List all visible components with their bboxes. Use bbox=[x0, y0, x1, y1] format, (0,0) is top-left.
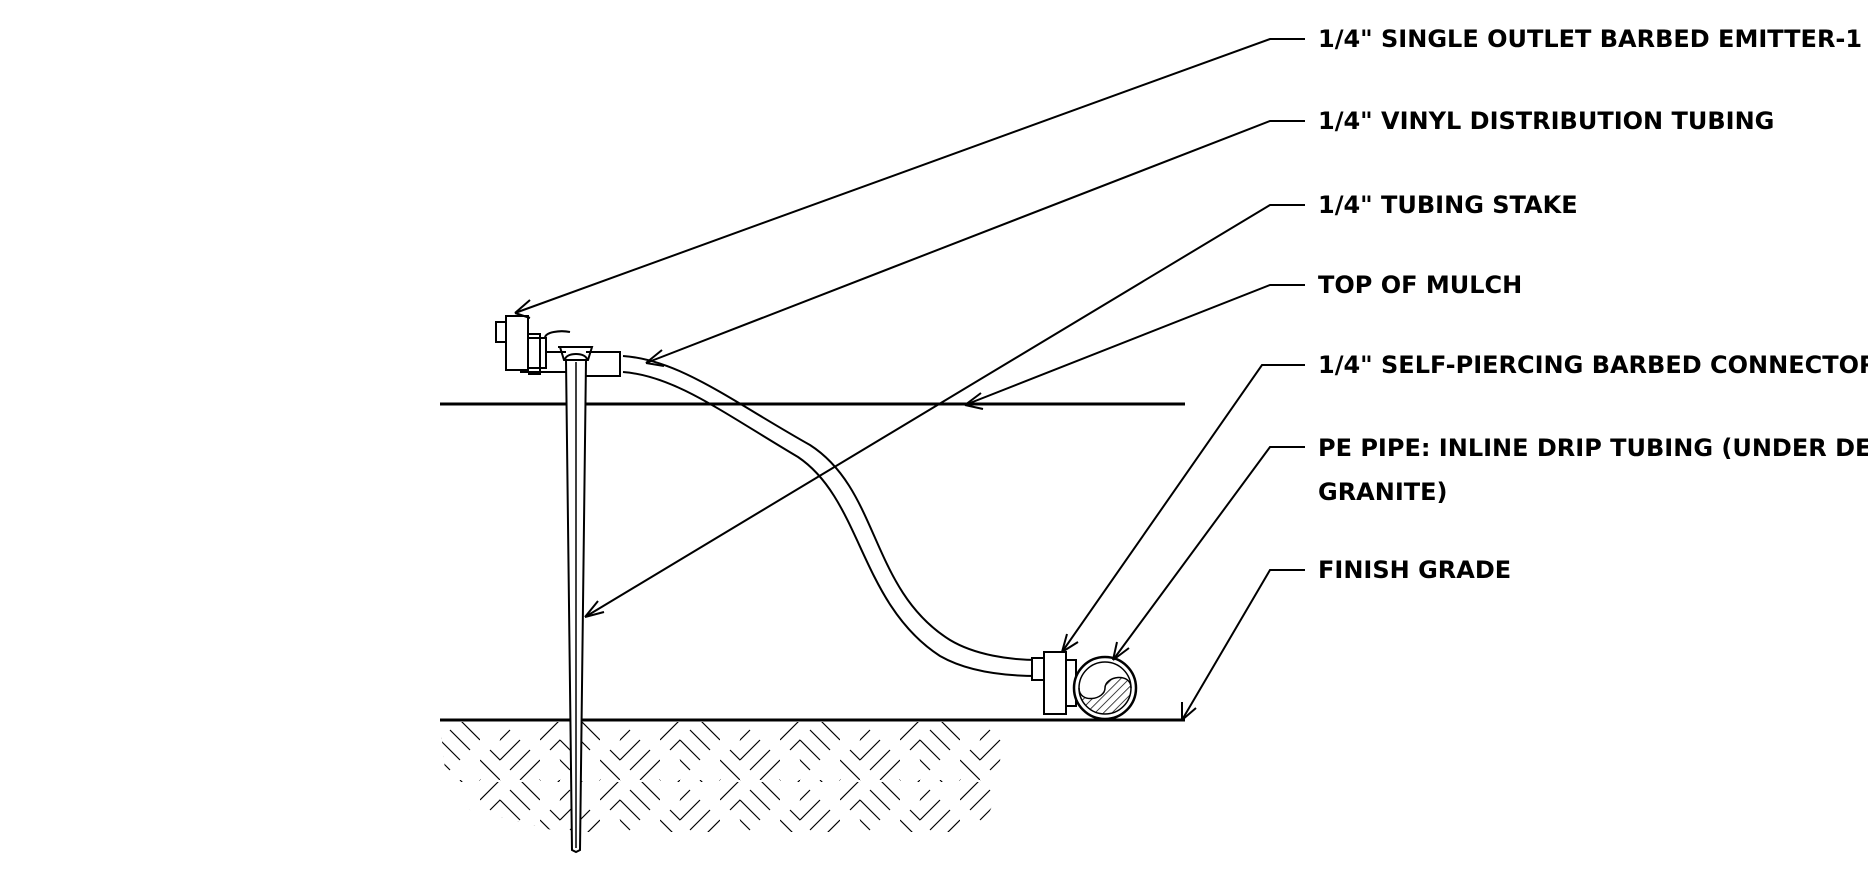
label-pe-pipe-line1: PE PIPE: INLINE DRIP TUBING (UNDER DECOM… bbox=[1318, 434, 1868, 462]
label-tubing-stake: 1/4" TUBING STAKE bbox=[1318, 191, 1578, 219]
barbed-emitter bbox=[495, 315, 547, 375]
vinyl-distribution-tubing bbox=[622, 355, 1039, 677]
label-pe-pipe-line2: GRANITE) bbox=[1318, 478, 1448, 506]
label-top-of-mulch: TOP OF MULCH bbox=[1318, 271, 1522, 299]
label-emitter: 1/4" SINGLE OUTLET BARBED EMITTER-1 GPH bbox=[1318, 25, 1868, 53]
label-vinyl-tubing: 1/4" VINYL DISTRIBUTION TUBING bbox=[1318, 107, 1774, 135]
barbed-connector bbox=[1031, 651, 1077, 715]
label-connector: 1/4" SELF-PIERCING BARBED CONNECTOR bbox=[1318, 351, 1868, 379]
label-finish-grade: FINISH GRADE bbox=[1318, 556, 1511, 584]
pe-pipe-section bbox=[1072, 655, 1138, 721]
leader-lines bbox=[514, 38, 1305, 721]
soil-hatch bbox=[440, 722, 1005, 832]
